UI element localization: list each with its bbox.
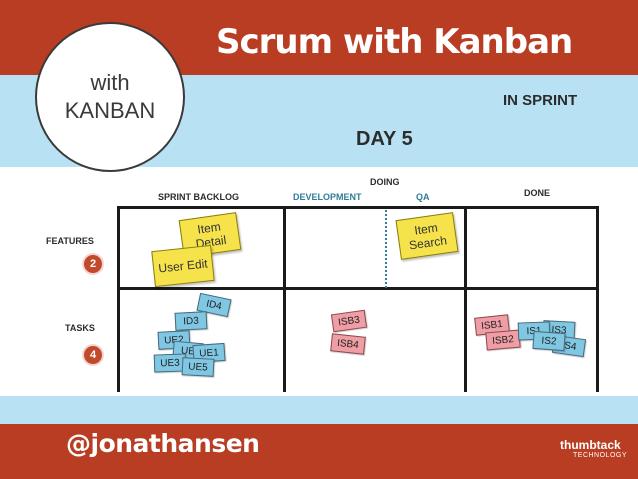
sprint-status: IN SPRINT [503, 92, 578, 109]
dev-qa-divider [385, 210, 387, 288]
board-left-line [117, 206, 120, 392]
board-divider-2 [464, 206, 467, 392]
task-card[interactable]: ISB4 [330, 333, 366, 355]
column-label-development: DEVELOPMENT [293, 192, 362, 202]
task-card[interactable]: ISB3 [330, 309, 368, 333]
circle-line-1: with [90, 70, 130, 95]
brand-logo: thumbtack [560, 438, 621, 452]
features-count-badge: 2 [84, 255, 102, 273]
task-card[interactable]: ISB2 [485, 329, 521, 351]
column-label-done: DONE [524, 188, 551, 198]
lower-band [0, 396, 638, 424]
brand-tagline: TECHNOLOGY [573, 452, 628, 459]
task-card[interactable]: UE5 [181, 357, 215, 377]
with-kanban-circle: with KANBAN [35, 22, 185, 172]
board-divider-1 [283, 206, 286, 392]
feature-card[interactable]: Item Search [395, 212, 459, 260]
row-label-features: FEATURES [46, 236, 94, 246]
task-card[interactable]: ID3 [174, 311, 208, 331]
author-handle: @jonathansen [66, 429, 260, 458]
tasks-count-badge: 4 [84, 346, 102, 364]
page-title: Scrum with Kanban [216, 22, 573, 62]
board-right-line [596, 206, 599, 392]
task-card[interactable]: IS2 [532, 330, 566, 352]
board-middle-line [118, 287, 598, 290]
feature-card[interactable]: User Edit [151, 244, 215, 288]
sprint-day: DAY 5 [356, 128, 413, 150]
circle-line-2: KANBAN [64, 98, 156, 123]
footer-band [0, 424, 638, 479]
column-label-sprint-backlog: SPRINT BACKLOG [158, 192, 239, 202]
doing-group-label: DOING [370, 177, 400, 187]
row-label-tasks: TASKS [65, 323, 95, 333]
column-label-qa: QA [416, 192, 430, 202]
board-top-line [118, 206, 598, 209]
